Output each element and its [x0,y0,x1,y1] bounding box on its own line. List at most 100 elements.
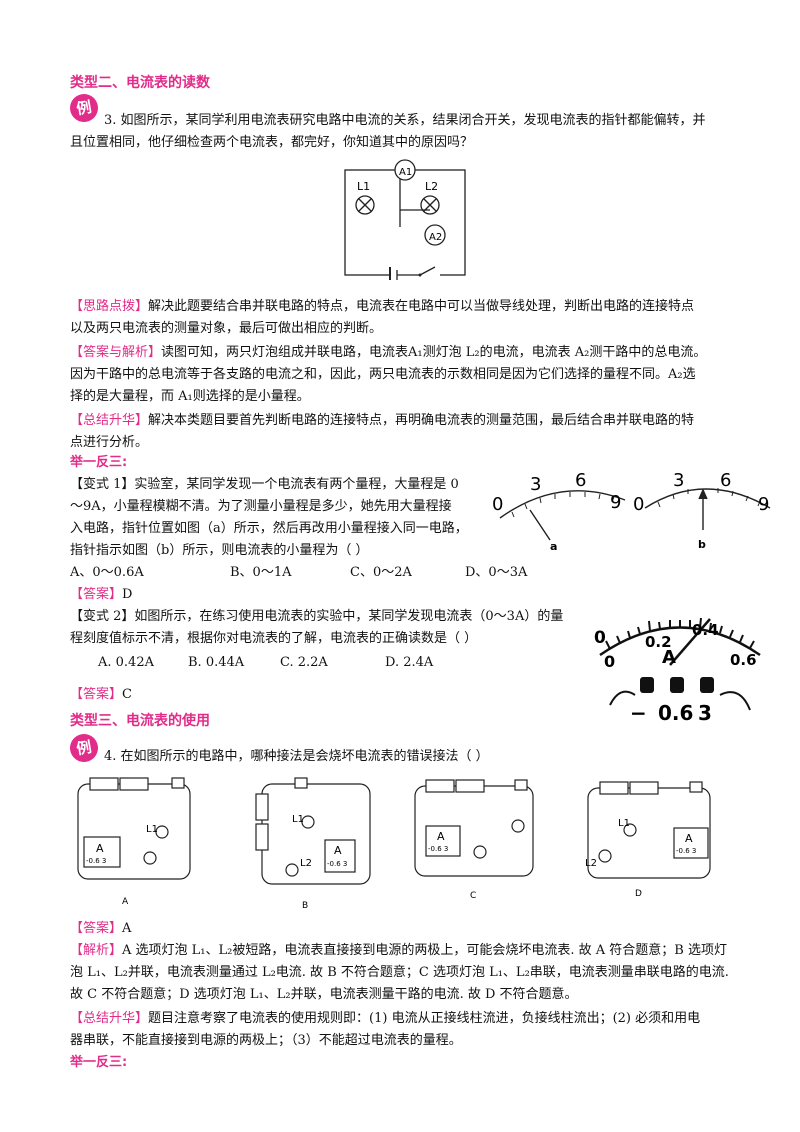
variant-text: ～9A，小量程模糊不清。为了测量小量程是多少，她先用大量程接 [70,499,452,514]
answer-tag: 【答案】 [70,921,123,936]
terminal-posts [640,677,714,693]
circuit-label: C [470,891,476,901]
ammeter-a1-icon [394,159,416,181]
analysis-text: 因为干路中的总电流等于各支路的电流之和，因此，两只电流表的示数相同是因为它们选择… [70,367,696,382]
ammeter-icon [425,825,461,857]
circuit-a [77,777,191,880]
meter-scale: -0.6 3 [86,857,106,865]
meter-scale: -0.6 3 [676,847,696,855]
answer-tag: 【答案】 [70,587,123,602]
meter-label: A [96,842,104,855]
summary-text: 器串联，不能直接接到电源的两极上；（3）不能超过电流表的量程。 [70,1033,462,1048]
lamp-icon [623,823,637,837]
analysis-text: 读图可知，两只灯泡组成并联电路，电流表A₁测灯泡 L₂的电流，电流表 A₂测干路… [161,345,707,360]
circuit-label: D [635,889,642,899]
lamp-l1-label: L1 [357,180,370,193]
analysis-paragraph: 【答案与解析】读图可知，两只灯泡组成并联电路，电流表A₁测灯泡 L₂的电流，电流… [70,342,706,364]
ammeter-dial-figure: 0 3 6 9 0 3 6 9 a b [492,470,771,553]
variant-text: 入电路，指针位置如图（a）所示，然后再改用小量程接入同一电路， [70,521,468,536]
dial-tick-label: 6 [720,470,731,491]
circuit-c [414,779,534,877]
meter-scale: -0.6 3 [327,860,347,868]
dial-arc-b [644,488,771,509]
lamp-icon [155,825,169,839]
explanation-text: 泡 L₁、L₂并联，电流表测量通过 L₂电流. 故 B 不符合题意；C 选项灯泡… [70,965,729,980]
battery-icon [119,777,149,791]
dial-tick-label: 6 [575,470,586,491]
explanation-tag: 【解析】 [70,943,123,958]
lamp-icon [598,849,612,863]
variant-text: 指针指示如图（b）所示，则电流表的小量程为（ ） [70,543,369,558]
question-text: 3. 如图所示，某同学利用电流表研究电路中电流的关系，结果闭合开关，发现电流表的… [104,113,706,128]
meter-scale: -0.6 3 [428,845,448,853]
section-title: 类型二、电流表的读数 [70,75,210,91]
option-b: B、0～1A [230,565,292,580]
lamp-label: L2 [300,858,312,869]
variant-tag: 【变式 2】 [70,609,135,624]
option-a: A. 0.42A [98,655,154,670]
battery-icon [599,781,629,795]
hint-paragraph: 【思路点拨】解决此题要结合串并联电路的特点，电流表在电路中可以当做导线处理，判断… [70,296,694,318]
option-c: C、0～2A [350,565,412,580]
lamp-icon [143,851,157,865]
battery-icon [255,793,269,821]
terminal-knob-icon [640,677,654,693]
explanation-text: 故 C 不符合题意；D 选项灯泡 L₁、L₂并联，电流表测量干路的电流. 故 D… [70,987,578,1002]
dial-label-b: b [698,538,706,551]
summary-paragraph: 【总结升华】题目注意考察了电流表的使用规则即：(1) 电流从正接线柱流进，负接线… [70,1008,700,1030]
analysis-text: 择的是大量程，而 A₁则选择的是小量程。 [70,389,310,404]
example-badge: 例 [67,91,101,125]
summary-text: 题目注意考察了电流表的使用规则即：(1) 电流从正接线柱流进，负接线柱流出；(2… [148,1011,701,1026]
answer-line: 【答案】C [70,684,132,706]
variant-paragraph: 【变式 2】如图所示，在练习使用电流表的实验中，某同学发现电流表（0～3A）的量 [70,606,563,628]
lamp-icon [511,819,525,833]
battery-icon [455,779,485,793]
switch-icon [689,781,703,793]
dial-tick-label: 0.2 [645,633,672,651]
example-badge: 例 [67,731,101,765]
dial-tick-label: 0 [604,652,615,671]
switch-icon [171,777,185,789]
option-d: D. 2.4A [385,655,434,670]
summary-text: 点进行分析。 [70,435,149,450]
battery-icon [255,823,269,851]
dial-arc-a [499,490,626,519]
option-d: D、0～3A [465,565,528,580]
circuit-diagram: A1 A2 L1 L2 [344,159,466,280]
answer-line: 【答案】A [70,918,131,940]
dial-tick-label: 0 [633,494,644,515]
circuit-b [255,777,371,885]
variant-paragraph: 【变式 1】实验室，某同学发现一个电流表有两个量程，大量程是 0 [70,474,459,496]
terminal-knob-icon [700,677,714,693]
dial-tick-label: 3 [530,474,541,495]
dial-tick-label: 0.6 [730,651,757,669]
battery-icon [629,781,659,795]
ammeter-a1-label: A1 [399,167,412,178]
ammeter-icon [83,836,121,868]
switch-icon [514,779,528,791]
answer-tag: 【答案】 [70,687,123,702]
question-text: 且位置相同，他仔细检查两个电流表，都完好，你知道其中的原因吗？ [70,135,474,150]
dial-tick-label: 9 [610,492,621,513]
terminal-label: − [630,701,647,725]
lamp-label: L1 [618,818,630,829]
battery-icon [425,779,455,793]
summary-tag: 【总结升华】 [70,413,149,428]
summary-text: 解决本类题目要首先判断电路的连接特点，再明确电流表的测量范围，最后结合串并联电路… [148,413,695,428]
answer-value: D [122,587,133,602]
lamp-label: L1 [146,824,158,835]
dial-arc [599,626,761,657]
terminal-label: 0.6 [658,701,693,725]
analysis-tag: 【答案与解析】 [70,345,162,360]
hint-text: 以及两只电流表的测量对象，最后可做出相应的判断。 [70,321,383,336]
hint-tag: 【思路点拨】 [70,299,149,314]
answer-value: A [122,921,132,936]
dial-tick-label: 0 [492,494,503,515]
meter-label: A [685,832,693,845]
ammeter-icon [673,827,709,859]
option-c: C. 2.2A [280,655,328,670]
question-text: 4. 在如图所示的电路中，哪种接法是会烧坏电流表的错误接法（ ） [104,749,489,764]
circuit-d [587,781,711,879]
option-b: B. 0.44A [188,655,245,670]
lamp-label: L2 [585,858,597,869]
